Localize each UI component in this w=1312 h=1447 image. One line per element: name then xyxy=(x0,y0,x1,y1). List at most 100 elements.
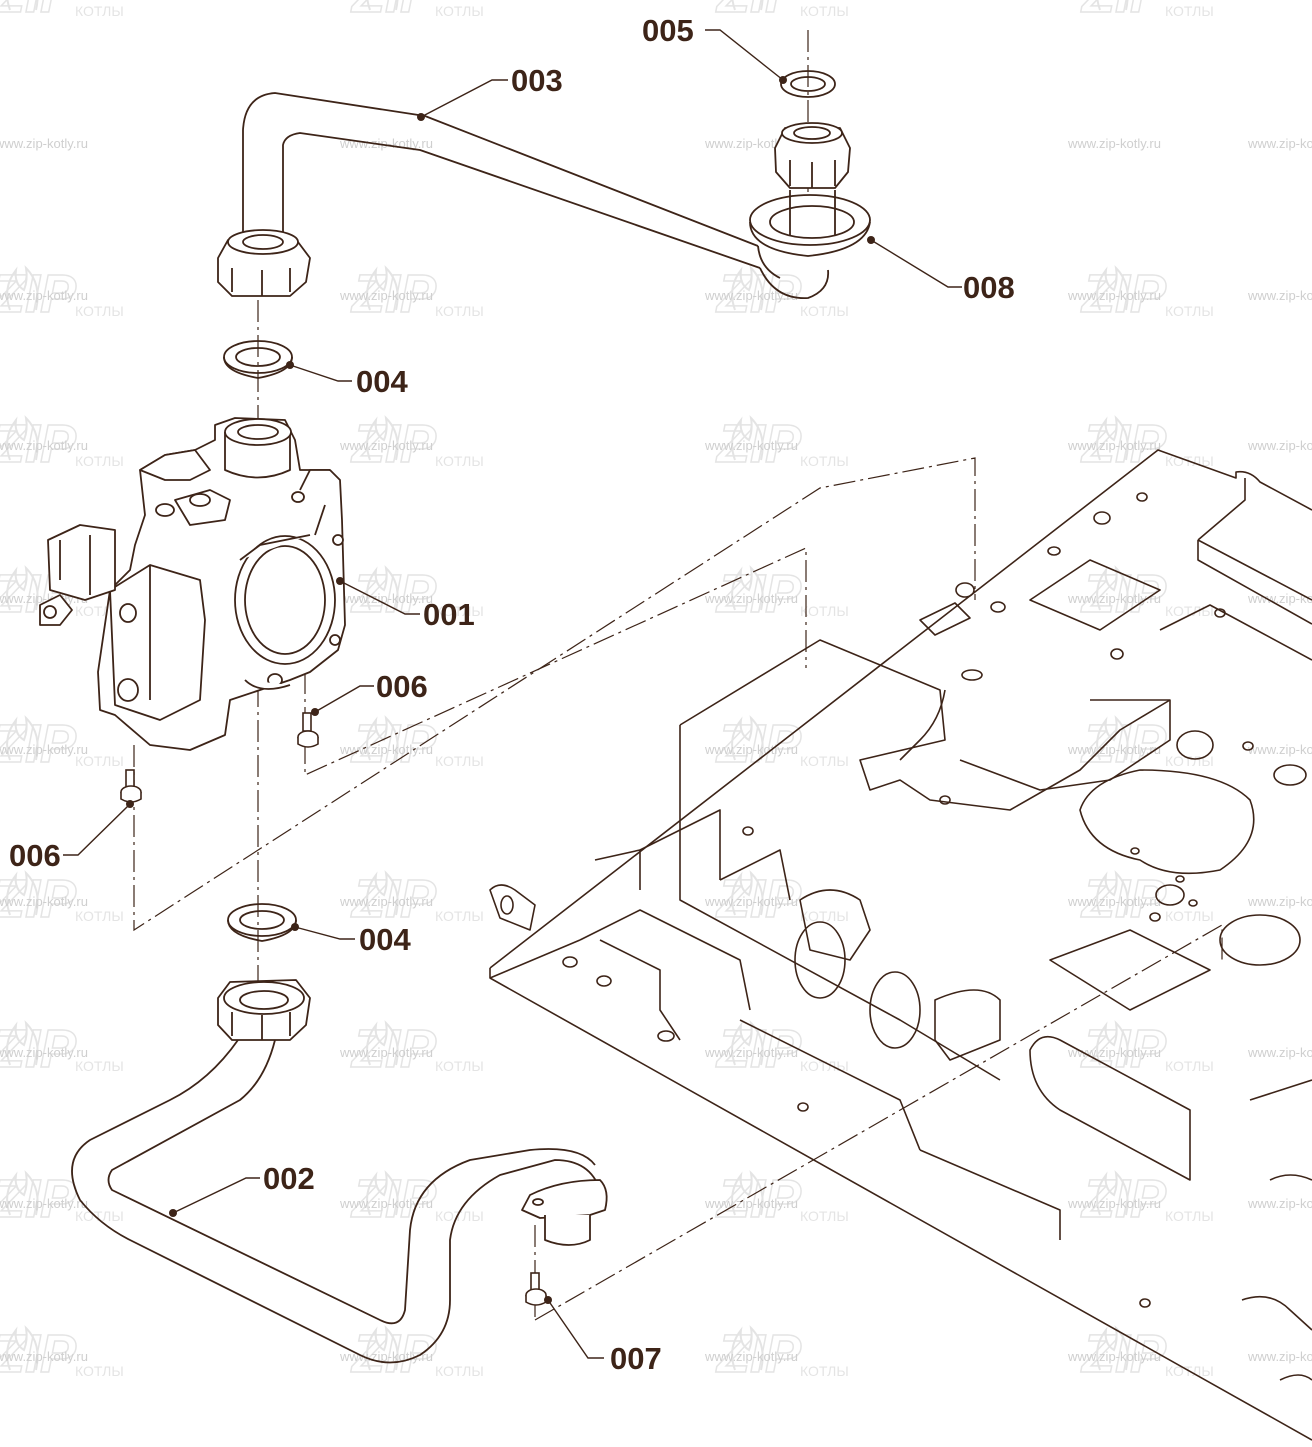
watermark-logo-sub: КОТЛЫ xyxy=(1165,1058,1214,1074)
base-plate xyxy=(489,449,1312,1441)
watermark-logo-sub: КОТЛЫ xyxy=(1165,603,1214,619)
watermark-logo-sub: КОТЛЫ xyxy=(800,603,849,619)
watermark-logo-text: ZIP xyxy=(1080,714,1167,774)
watermark-url: www.zip-kotly.ru xyxy=(1067,894,1161,909)
screw-006-right xyxy=(297,712,319,748)
watermark-url: www.zip-kotly.ru xyxy=(339,1045,433,1060)
flame-icon xyxy=(1096,415,1129,461)
watermark-url: www.zip-kotly.ru xyxy=(1247,438,1312,453)
watermark-url: www.zip-kotly.ru xyxy=(0,438,88,453)
flame-icon xyxy=(366,1170,399,1216)
flame-icon xyxy=(1096,870,1129,916)
screw-007 xyxy=(525,1272,547,1306)
watermark-url: www.zip-kotly.ru xyxy=(339,591,433,606)
callout-005: 005 xyxy=(642,13,694,48)
watermark-url: www.zip-kotly.ru xyxy=(339,894,433,909)
watermark-url: www.zip-kotly.ru xyxy=(1067,288,1161,303)
watermark-url: www.zip-kotly.ru xyxy=(0,1196,88,1211)
flame-icon xyxy=(6,1020,39,1066)
watermark-logo-text: ZIP xyxy=(0,1169,77,1229)
watermark-logo-text: ZIP xyxy=(350,0,437,24)
watermark-url: www.zip-kotly.ru xyxy=(1067,1196,1161,1211)
watermark-logo-sub: КОТЛЫ xyxy=(75,1363,124,1379)
callout-006-right: 006 xyxy=(376,669,428,704)
watermark-logo-sub: КОТЛЫ xyxy=(800,1058,849,1074)
watermark-logo-text: ZIP xyxy=(0,1324,77,1384)
watermark-url: www.zip-kotly.ru xyxy=(1067,1349,1161,1364)
screw-006-left xyxy=(120,769,142,803)
watermark-logo-text: ZIP xyxy=(715,414,802,474)
watermark-url: www.zip-kotly.ru xyxy=(1247,288,1312,303)
watermark-url: www.zip-kotly.ru xyxy=(339,742,433,757)
watermark-url: www.zip-kotly.ru xyxy=(1067,742,1161,757)
watermark-logo-sub: КОТЛЫ xyxy=(75,1058,124,1074)
watermark-logo-text: ZIP xyxy=(0,414,77,474)
watermark-url: www.zip-kotly.ru xyxy=(1067,438,1161,453)
watermark-url: www.zip-kotly.ru xyxy=(1247,1045,1312,1060)
watermark-logo-text: ZIP xyxy=(715,0,802,24)
watermark-url: www.zip-kotly.ru xyxy=(339,1196,433,1211)
watermark-logo-sub: КОТЛЫ xyxy=(1165,303,1214,319)
watermark-logo-sub: КОТЛЫ xyxy=(435,753,484,769)
watermark-logo-text: ZIP xyxy=(0,714,77,774)
watermark-url: www.zip-kotly.ru xyxy=(0,1349,88,1364)
watermark-url: www.zip-kotly.ru xyxy=(704,438,798,453)
watermark-logo-sub: КОТЛЫ xyxy=(800,1363,849,1379)
flame-icon xyxy=(1096,265,1129,311)
watermark-logo-text: ZIP xyxy=(715,564,802,624)
watermark-logo-sub: КОТЛЫ xyxy=(800,3,849,19)
watermark-layer: ZIPКОТЛЫZIPКОТЛЫZIPКОТЛЫZIPКОТЛЫZIPКОТЛЫ… xyxy=(0,0,1312,1385)
flame-icon xyxy=(731,715,764,761)
watermark-logo-sub: КОТЛЫ xyxy=(75,1208,124,1224)
watermark-url: www.zip-kotly.ru xyxy=(1247,742,1312,757)
watermark-logo-text: ZIP xyxy=(0,869,77,929)
watermark-url: www.zip-kotly.ru xyxy=(0,1045,88,1060)
flame-icon xyxy=(366,265,399,311)
watermark-url: www.zip-kotly.ru xyxy=(1247,894,1312,909)
watermark-logo-text: ZIP xyxy=(715,869,802,929)
watermark-logo-sub: КОТЛЫ xyxy=(800,453,849,469)
watermark-logo-sub: КОТЛЫ xyxy=(435,1363,484,1379)
watermark-logo-sub: КОТЛЫ xyxy=(435,603,484,619)
flame-icon xyxy=(1096,1325,1129,1371)
nut-top xyxy=(217,229,311,297)
flame-icon xyxy=(6,870,39,916)
watermark-url: www.zip-kotly.ru xyxy=(339,136,433,151)
flame-icon xyxy=(366,565,399,611)
watermark-logo-sub: КОТЛЫ xyxy=(75,753,124,769)
watermark-logo-sub: КОТЛЫ xyxy=(75,303,124,319)
flame-icon xyxy=(6,1170,39,1216)
callout-006-left: 006 xyxy=(9,838,61,873)
watermark-logo-sub: КОТЛЫ xyxy=(435,303,484,319)
watermark-logo-text: ZIP xyxy=(1080,1019,1167,1079)
flame-icon xyxy=(6,415,39,461)
watermark-logo-sub: КОТЛЫ xyxy=(75,908,124,924)
washer-004-bottom xyxy=(227,903,297,942)
nut-bottom xyxy=(217,979,311,1041)
flame-icon xyxy=(366,870,399,916)
flame-icon xyxy=(366,1325,399,1371)
flame-icon xyxy=(1096,1170,1129,1216)
flame-icon xyxy=(366,715,399,761)
watermark-logo-text: ZIP xyxy=(350,414,437,474)
flame-icon xyxy=(6,565,39,611)
watermark-url: www.zip-kotly.ru xyxy=(1247,136,1312,151)
